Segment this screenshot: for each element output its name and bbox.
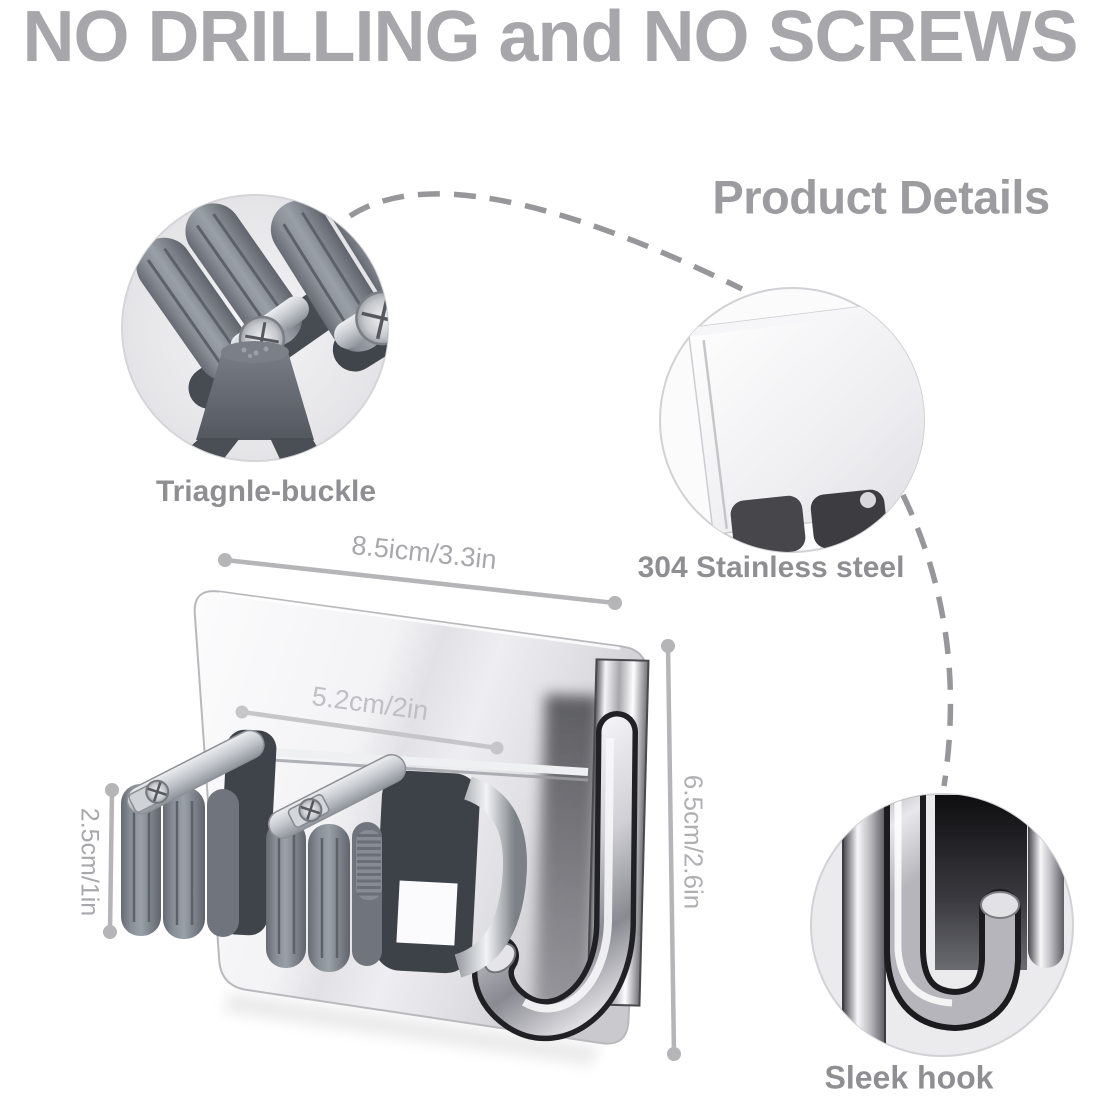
dimension-line-plate-width: [218, 553, 622, 610]
product-details-title: Product Details: [712, 170, 1050, 224]
callout-circle-hook: [810, 793, 1074, 1057]
dimension-line-buckle-height: [103, 783, 119, 939]
dimension-line-plate-height: [661, 639, 681, 1061]
dashed-connector-top: [348, 191, 744, 292]
dim-label-plate-height: 6.5cm/2.6in: [678, 774, 709, 910]
dim-label-buckle-height: 2.5cm/1in: [75, 807, 104, 917]
dimension-line-slot-width: [235, 705, 504, 755]
callout-circle-steel: [659, 287, 925, 553]
dashed-connector-right: [900, 493, 954, 787]
broom-gripper-right: [266, 754, 527, 978]
callout-circle-buckle: [121, 194, 389, 462]
callout-label-sleek-hook: Sleek hook: [824, 1059, 994, 1096]
broom-gripper-left: [121, 729, 277, 939]
callout-label-triangle-buckle: Triagnle-buckle: [155, 475, 377, 508]
mounting-rail: [239, 746, 589, 782]
headline-text: NO DRILLING and NO SCREWS: [22, 0, 1079, 77]
callout-label-stainless-steel: 304 Stainless steel: [637, 551, 905, 584]
